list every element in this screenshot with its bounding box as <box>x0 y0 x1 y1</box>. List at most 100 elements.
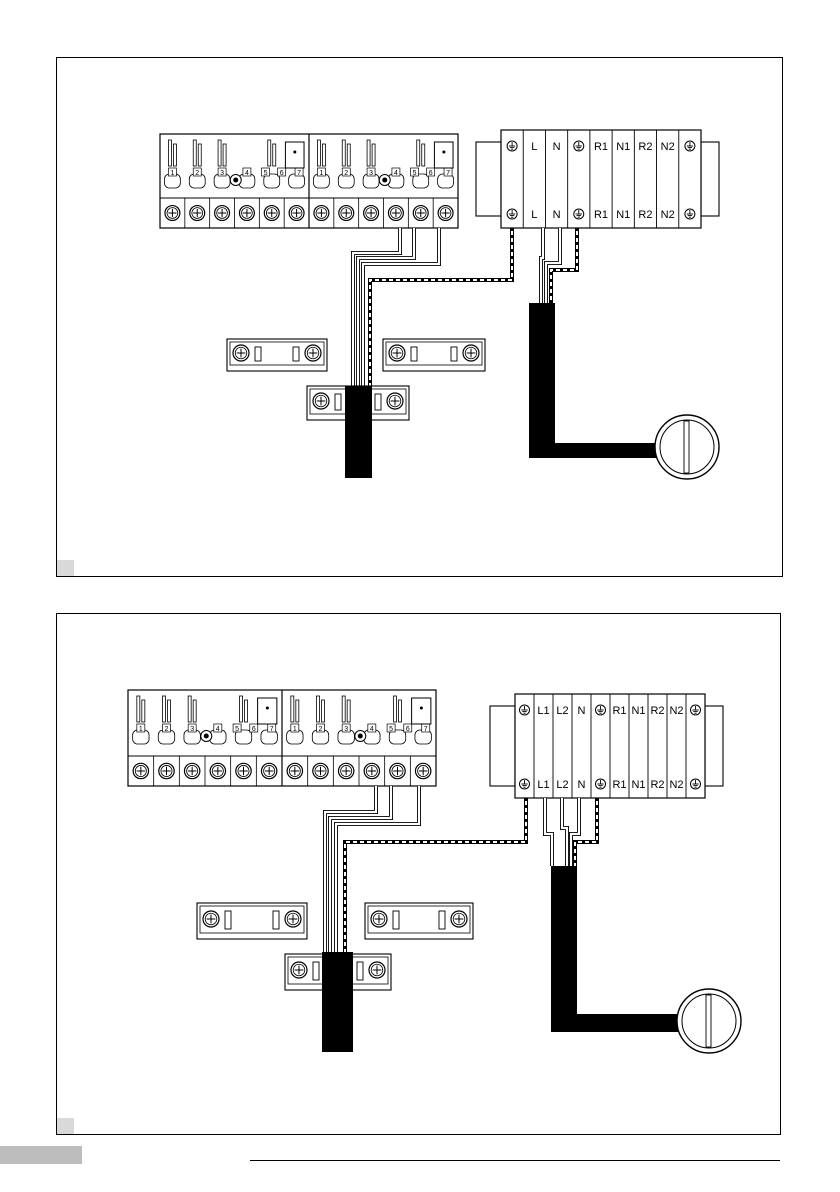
terminal-pin <box>322 700 325 722</box>
power-terminal-label: N <box>553 209 561 221</box>
terminal-pin <box>142 700 145 722</box>
terminal-number-label: 6 <box>280 170 284 177</box>
terminal-pin <box>367 140 370 166</box>
terminal-pin <box>347 700 350 722</box>
power-terminal-label: L <box>531 141 537 153</box>
terminal-pin <box>342 140 345 166</box>
power-terminal-label: N <box>553 141 561 153</box>
power-strip-end-bracket <box>476 142 501 216</box>
power-strip-end-bracket <box>705 706 723 786</box>
clamp-jaw <box>273 911 279 929</box>
footer-rule <box>250 1160 780 1161</box>
grounding-ring-centre <box>358 734 363 739</box>
clamp-jaw <box>439 911 445 929</box>
terminal-number-label: 2 <box>165 726 169 733</box>
terminal-number-label: 6 <box>429 170 433 177</box>
live-wire-core <box>562 798 567 866</box>
earth-wire-core <box>551 228 577 304</box>
cable-clamp-right <box>365 903 473 939</box>
power-terminal-label: R2 <box>638 141 652 153</box>
cable-gland-slot <box>684 421 689 473</box>
wiring-diagram-three-wire: 12345671234567L1L1L2L2NNR1R1N1N1R2R2N2N2 <box>56 613 781 1135</box>
terminal-pin <box>223 144 226 166</box>
terminal-pin <box>347 144 350 166</box>
terminal-number-label: 6 <box>406 726 410 733</box>
terminal-number-label: 1 <box>319 170 323 177</box>
terminal-pin <box>245 700 248 722</box>
clamp-jaw <box>313 962 319 980</box>
cable-clamp-left <box>197 903 307 939</box>
power-terminal-label: R1 <box>612 705 626 717</box>
terminal-pin <box>168 140 171 166</box>
terminal-pin <box>218 140 221 166</box>
terminal-pin <box>342 696 345 722</box>
terminal-bracket <box>285 142 304 168</box>
terminal-pin <box>422 144 425 166</box>
terminal-number-label: 5 <box>264 170 268 177</box>
power-strip-end-bracket <box>701 142 719 216</box>
terminal-pin <box>417 140 420 166</box>
terminal-bracket <box>434 142 453 168</box>
terminal-number-label: 5 <box>389 726 393 733</box>
power-terminal-label: R2 <box>650 705 664 717</box>
terminal-pin <box>168 700 171 722</box>
power-terminal-label: R2 <box>638 209 652 221</box>
terminal-number-label: 4 <box>370 726 374 733</box>
terminal-pin <box>372 144 375 166</box>
terminal-pin <box>296 700 299 722</box>
terminal-pin <box>198 144 201 166</box>
power-terminal-label: R2 <box>650 779 664 791</box>
control-terminal-block-2: 12345671234567 <box>128 690 436 786</box>
corner-mark <box>57 1118 74 1134</box>
clamp-jaw <box>451 347 457 361</box>
corner-mark <box>57 560 74 576</box>
terminal-number-label: 3 <box>369 170 373 177</box>
terminal-number-label: 1 <box>170 170 174 177</box>
cable-gland-slot <box>706 995 711 1047</box>
cable-clamp-right <box>383 339 485 371</box>
terminal-pin <box>193 700 196 722</box>
power-terminal-label: N1 <box>631 705 645 717</box>
terminal-bracket <box>412 698 431 724</box>
power-terminal-label: N2 <box>661 209 675 221</box>
terminal-bracket <box>258 698 277 724</box>
power-terminal-label: L2 <box>556 779 568 791</box>
clamp-jaw <box>335 394 341 410</box>
power-terminal-label: L1 <box>537 705 549 717</box>
clamp-jaw <box>357 962 363 980</box>
terminal-pin <box>173 144 176 166</box>
grounding-ring-centre <box>382 178 387 183</box>
terminal-number-label: 4 <box>245 170 249 177</box>
terminal-bracket-dot <box>420 707 423 710</box>
grounding-ring-centre <box>204 734 209 739</box>
terminal-pin <box>273 144 276 166</box>
terminal-pin <box>291 696 294 722</box>
power-terminal-label: R1 <box>594 141 608 153</box>
terminal-number-label: 5 <box>413 170 417 177</box>
clamp-jaw <box>255 347 261 361</box>
power-terminal-label: N1 <box>631 779 645 791</box>
clamp-jaw <box>293 347 299 361</box>
terminal-number-label: 1 <box>293 726 297 733</box>
terminal-number-label: 7 <box>424 726 428 733</box>
page-number-tab <box>0 1146 82 1164</box>
cable-clamp-left <box>227 339 327 371</box>
power-terminal-label: R1 <box>612 779 626 791</box>
power-terminal-label: N2 <box>661 141 675 153</box>
terminal-number-label: 3 <box>220 170 224 177</box>
terminal-bracket-dot <box>266 707 269 710</box>
power-terminal-strip-1: LLNNR1R1N1N1R2R2N2N2 <box>476 130 719 228</box>
wire-stripe <box>551 228 577 304</box>
power-terminal-label: N <box>578 705 586 717</box>
terminal-pin <box>399 700 402 722</box>
terminal-pin <box>163 696 166 722</box>
terminal-number-label: 4 <box>394 170 398 177</box>
terminal-number-label: 1 <box>139 726 143 733</box>
terminal-pin <box>317 696 320 722</box>
power-terminal-label: N <box>578 779 586 791</box>
control-cable-sheath <box>345 386 372 478</box>
terminal-number-label: 7 <box>270 726 274 733</box>
power-terminal-label: N2 <box>669 705 683 717</box>
